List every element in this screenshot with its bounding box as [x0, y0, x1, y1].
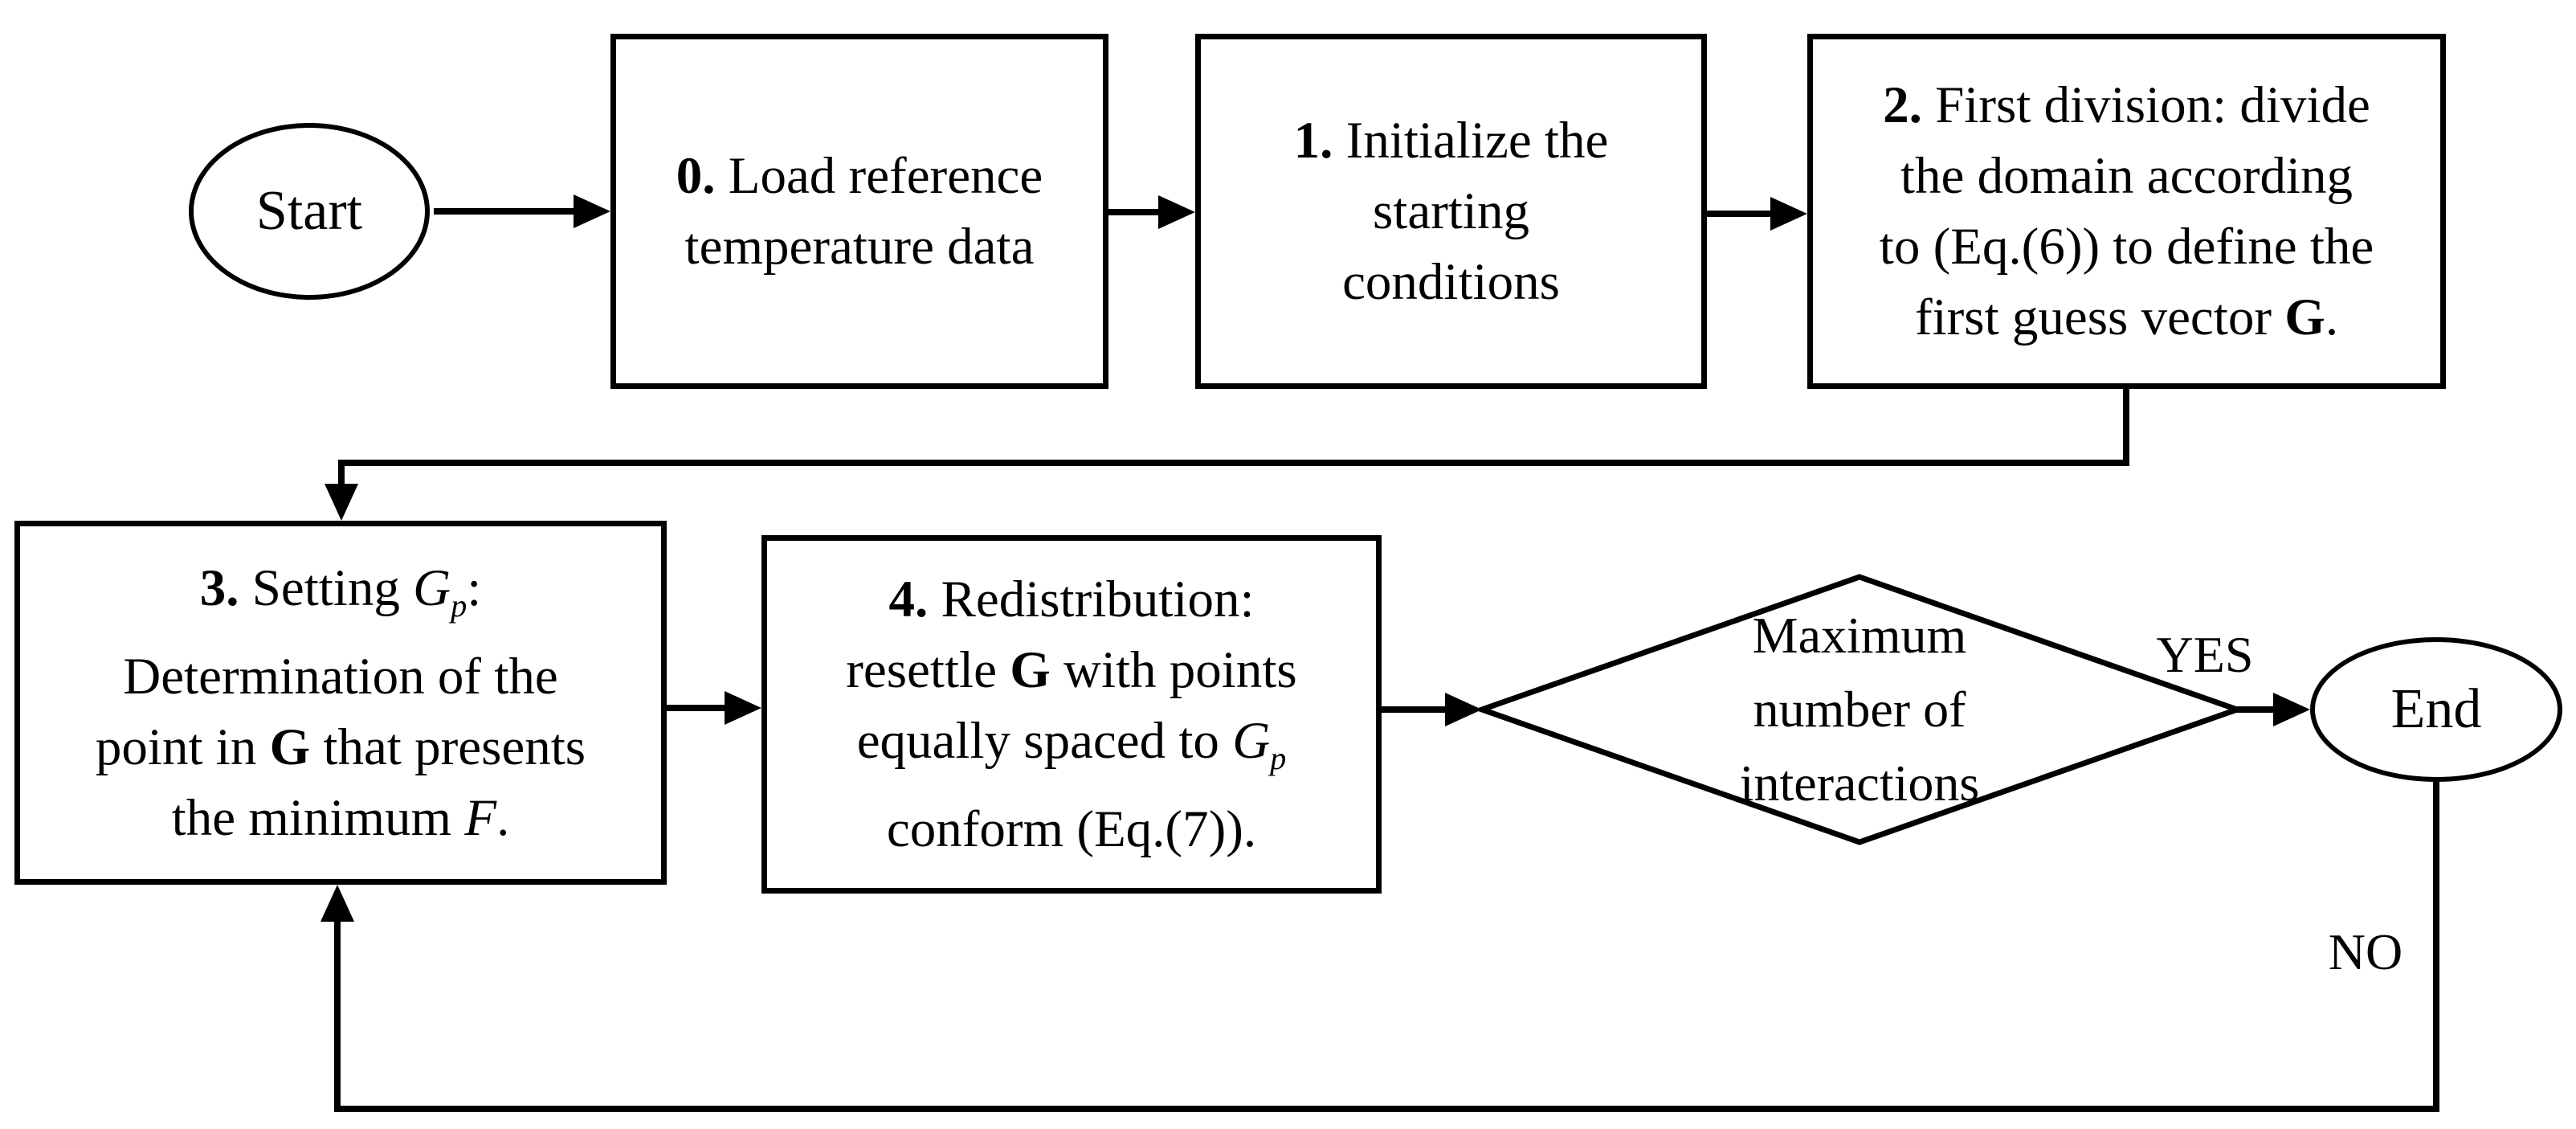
- arrowhead-step3-to-step4: [725, 691, 761, 725]
- arrowhead-step4-to-decision: [1445, 693, 1482, 726]
- step1-box: 1. Initialize the starting conditions: [1195, 34, 1707, 389]
- vector-G-symbol: G: [2284, 288, 2325, 346]
- step4-number: 4.: [888, 571, 929, 628]
- step3-line4: the minimum F.: [171, 788, 510, 847]
- step0-line1: 0. Load reference: [676, 147, 1043, 205]
- arrow-no-feedback-loop: [334, 782, 2439, 1112]
- arrowhead-no-feedback-loop: [320, 885, 354, 922]
- step2-line1: 2. First division: divide: [1883, 76, 2370, 134]
- step0-box: 0. Load reference temperature data: [610, 34, 1108, 389]
- Gp-symbol: G: [1232, 712, 1271, 770]
- step3-line2: Determination of the: [123, 647, 558, 706]
- yes-branch-label: YES: [2156, 626, 2254, 683]
- step3-box: 3. Setting Gp: Determination of the poin…: [14, 521, 667, 885]
- step3-line1: 3. Setting Gp:: [199, 558, 482, 624]
- end-label: End: [2390, 678, 2482, 740]
- F-symbol: F: [464, 788, 497, 847]
- decision-line2: number of: [1753, 681, 1966, 738]
- end-terminator: End: [2310, 637, 2562, 782]
- step2-box: 2. First division: divide the domain acc…: [1807, 34, 2446, 389]
- arrowhead-start-to-step0: [574, 194, 610, 228]
- step3-line3: point in G that presents: [95, 718, 586, 776]
- vector-G-symbol: G: [1010, 641, 1051, 699]
- step4-line2: resettle G with points: [846, 641, 1297, 699]
- vector-G-symbol: G: [269, 718, 311, 776]
- step0-number: 0.: [676, 147, 716, 205]
- step2-line3: to (Eq.(6)) to define the: [1879, 218, 2374, 276]
- step1-number: 1.: [1293, 112, 1333, 170]
- step2-number: 2.: [1883, 76, 1922, 134]
- arrowhead-step0-to-step1: [1158, 195, 1195, 229]
- step1-line3: conditions: [1342, 253, 1560, 311]
- arrow-step2-to-step3: [338, 389, 2129, 485]
- step2-line2: the domain according: [1900, 147, 2354, 205]
- Gp-symbol: G: [413, 558, 451, 617]
- step4-line4: conform (Eq.(7)).: [886, 800, 1257, 858]
- decision-diamond-shape: [1473, 574, 2246, 845]
- step4-box: 4. Redistribution: resettle G with point…: [761, 535, 1382, 894]
- step1-line2: starting: [1373, 182, 1529, 240]
- step0-line2: temperature data: [684, 218, 1035, 276]
- no-branch-label: NO: [2328, 923, 2403, 980]
- step1-line1: 1. Initialize the: [1293, 112, 1609, 170]
- step2-line4: first guess vector G.: [1914, 288, 2339, 346]
- decision-line1: Maximum: [1752, 607, 1967, 664]
- step3-number: 3.: [199, 558, 239, 617]
- decision-line3: interactions: [1739, 755, 1980, 812]
- start-terminator: Start: [189, 123, 430, 300]
- step4-line1: 4. Redistribution:: [888, 571, 1255, 628]
- arrowhead-decision-to-end: [2273, 693, 2310, 726]
- start-label: Start: [255, 180, 363, 242]
- arrowhead-step2-to-step3: [325, 484, 358, 521]
- decision-diamond-text: Maximum number of interactions: [1538, 599, 2181, 820]
- step4-line3: equally spaced to Gp: [856, 712, 1287, 776]
- arrowhead-step1-to-step2: [1770, 197, 1807, 231]
